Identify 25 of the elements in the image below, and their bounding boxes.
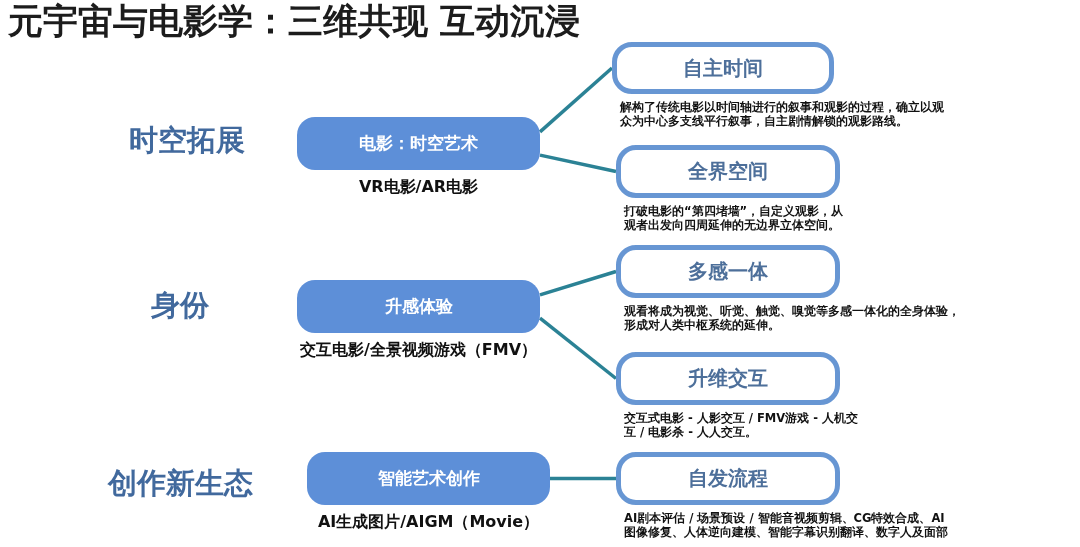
rounded-box: 升感体验 — [297, 280, 540, 333]
connector-line — [539, 269, 617, 297]
rounded-box: 自发流程 — [616, 452, 840, 505]
rounded-box: 电影：时空艺术 — [297, 117, 540, 170]
category-label: 身份 — [151, 287, 209, 323]
description-text: 交互式电影 - 人影交互 / FMV游戏 - 人机交互 / 电影杀 - 人人交互。 — [624, 411, 859, 439]
rounded-box: 智能艺术创作 — [307, 452, 550, 505]
connector-line — [550, 476, 616, 481]
category-label: 时空拓展 — [129, 122, 245, 158]
caption-text: AI生成图片/AIGM（Movie） — [317, 512, 540, 532]
rounded-box: 多感一体 — [616, 245, 840, 298]
description-text: AI剧本评估 / 场景预设 / 智能音视频剪辑、CG特效合成、AI图像修复、人体逆向建模、智能字幕识别翻译、数字人及面部 — [624, 511, 949, 539]
description-text: 解构了传统电影以时间轴进行的叙事和观影的过程，确立以观众为中心多支线平行叙事，自主剧情解锁的观影路线。 — [620, 100, 945, 128]
rounded-box: 升维交互 — [616, 352, 840, 405]
connector-line — [538, 316, 618, 380]
caption-text: 交互电影/全景视频游戏（FMV） — [299, 340, 538, 360]
category-label: 创作新生态 — [107, 465, 253, 501]
description-text: 打破电影的“第四堵墙”，自定义观影，从观者出发向四周延伸的无边界立体空间。 — [624, 204, 845, 232]
connector-line — [539, 153, 617, 174]
description-text: 观看将成为视觉、听觉、触觉、嗅觉等多感一体化的全身体验，形成对人类中枢系统的延伸。 — [624, 304, 961, 332]
title: 元宇宙与电影学：三维共现 互动沉浸 — [8, 0, 581, 42]
caption-text: VR电影/AR电影 — [358, 177, 479, 197]
rounded-box: 自主时间 — [612, 42, 834, 94]
connector-line — [538, 66, 614, 134]
rounded-box: 全界空间 — [616, 145, 840, 198]
